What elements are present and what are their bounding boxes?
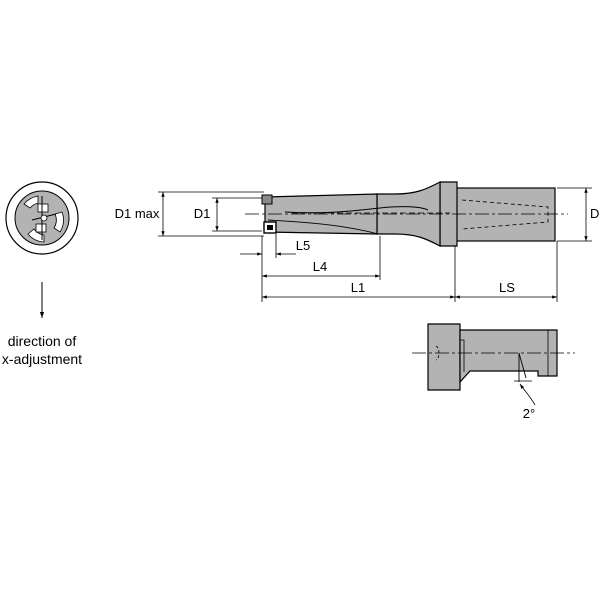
shank-detail-view bbox=[412, 323, 575, 406]
tool-insert-bottom-screw bbox=[267, 225, 273, 230]
tool-side-view bbox=[245, 181, 568, 247]
ls-label: LS bbox=[499, 280, 515, 295]
front-view-slot bbox=[27, 228, 45, 243]
front-view-slot bbox=[23, 195, 39, 209]
direction-label-line1: direction of bbox=[8, 333, 77, 349]
dimensions bbox=[158, 187, 592, 302]
d-label: D bbox=[590, 206, 599, 221]
detail-shank bbox=[459, 329, 558, 384]
angle-leader bbox=[519, 383, 536, 406]
l1-label: L1 bbox=[351, 280, 365, 295]
detail-collar bbox=[427, 323, 461, 391]
direction-label-line2: x-adjustment bbox=[2, 351, 82, 367]
l5-label: L5 bbox=[296, 238, 310, 253]
front-view-center-hole bbox=[40, 214, 48, 222]
tool-shank bbox=[454, 187, 556, 242]
angle-label: 2° bbox=[523, 406, 535, 421]
front-view-slot bbox=[53, 211, 64, 233]
d1max-label: D1 max bbox=[115, 206, 160, 221]
front-view-insert bbox=[35, 223, 47, 233]
shank-hidden-taper bbox=[461, 199, 549, 230]
tool-flute bbox=[267, 219, 379, 235]
l4-label: L4 bbox=[313, 259, 327, 274]
d1-label: D1 bbox=[194, 206, 211, 221]
front-view bbox=[5, 181, 79, 318]
detail-step bbox=[460, 339, 465, 372]
front-view-insert bbox=[37, 203, 49, 213]
angle-line-inclined bbox=[518, 352, 527, 379]
tool-insert-top bbox=[261, 194, 273, 205]
